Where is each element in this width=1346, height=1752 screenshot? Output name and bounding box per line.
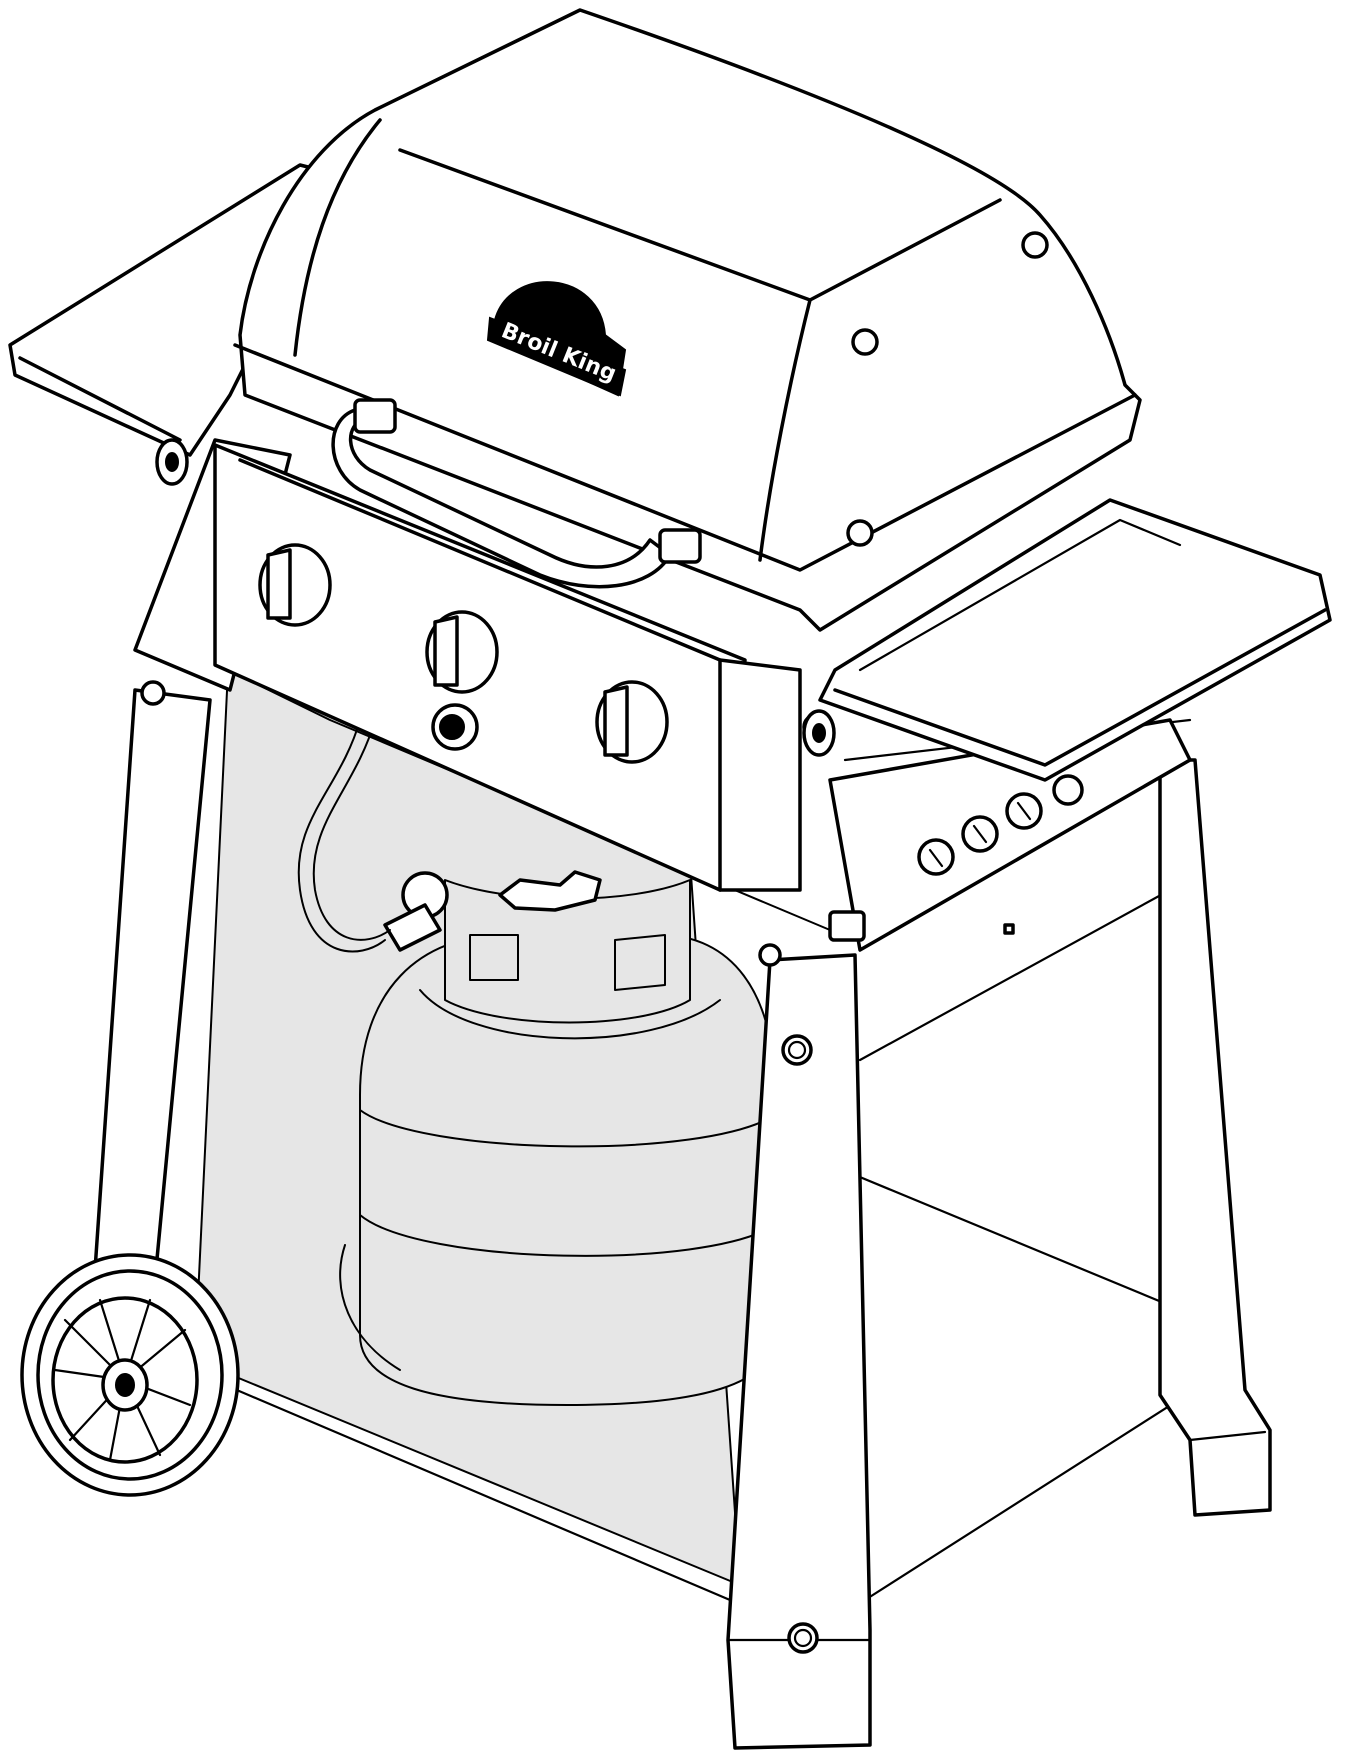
grill-lid[interactable]: Broil King xyxy=(233,8,1142,632)
control-knob-left[interactable] xyxy=(258,543,332,627)
control-knob-center[interactable] xyxy=(425,610,499,694)
control-knob-right[interactable] xyxy=(595,680,669,764)
bolt-icon xyxy=(140,680,166,706)
side-shelf-right xyxy=(802,498,1332,782)
lid-handle[interactable] xyxy=(331,398,702,589)
front-leg-right xyxy=(726,953,872,1750)
bolt-icon xyxy=(758,943,782,967)
igniter-button[interactable] xyxy=(431,703,479,751)
wheel xyxy=(20,1253,240,1497)
side-panel-right xyxy=(828,718,1192,952)
side-shelf-left xyxy=(8,163,342,486)
back-leg-right xyxy=(1158,758,1272,1517)
gas-hose xyxy=(297,719,391,953)
propane-tank xyxy=(339,870,776,1406)
front-leg-left xyxy=(93,688,212,1282)
front-control-panel xyxy=(133,438,830,967)
